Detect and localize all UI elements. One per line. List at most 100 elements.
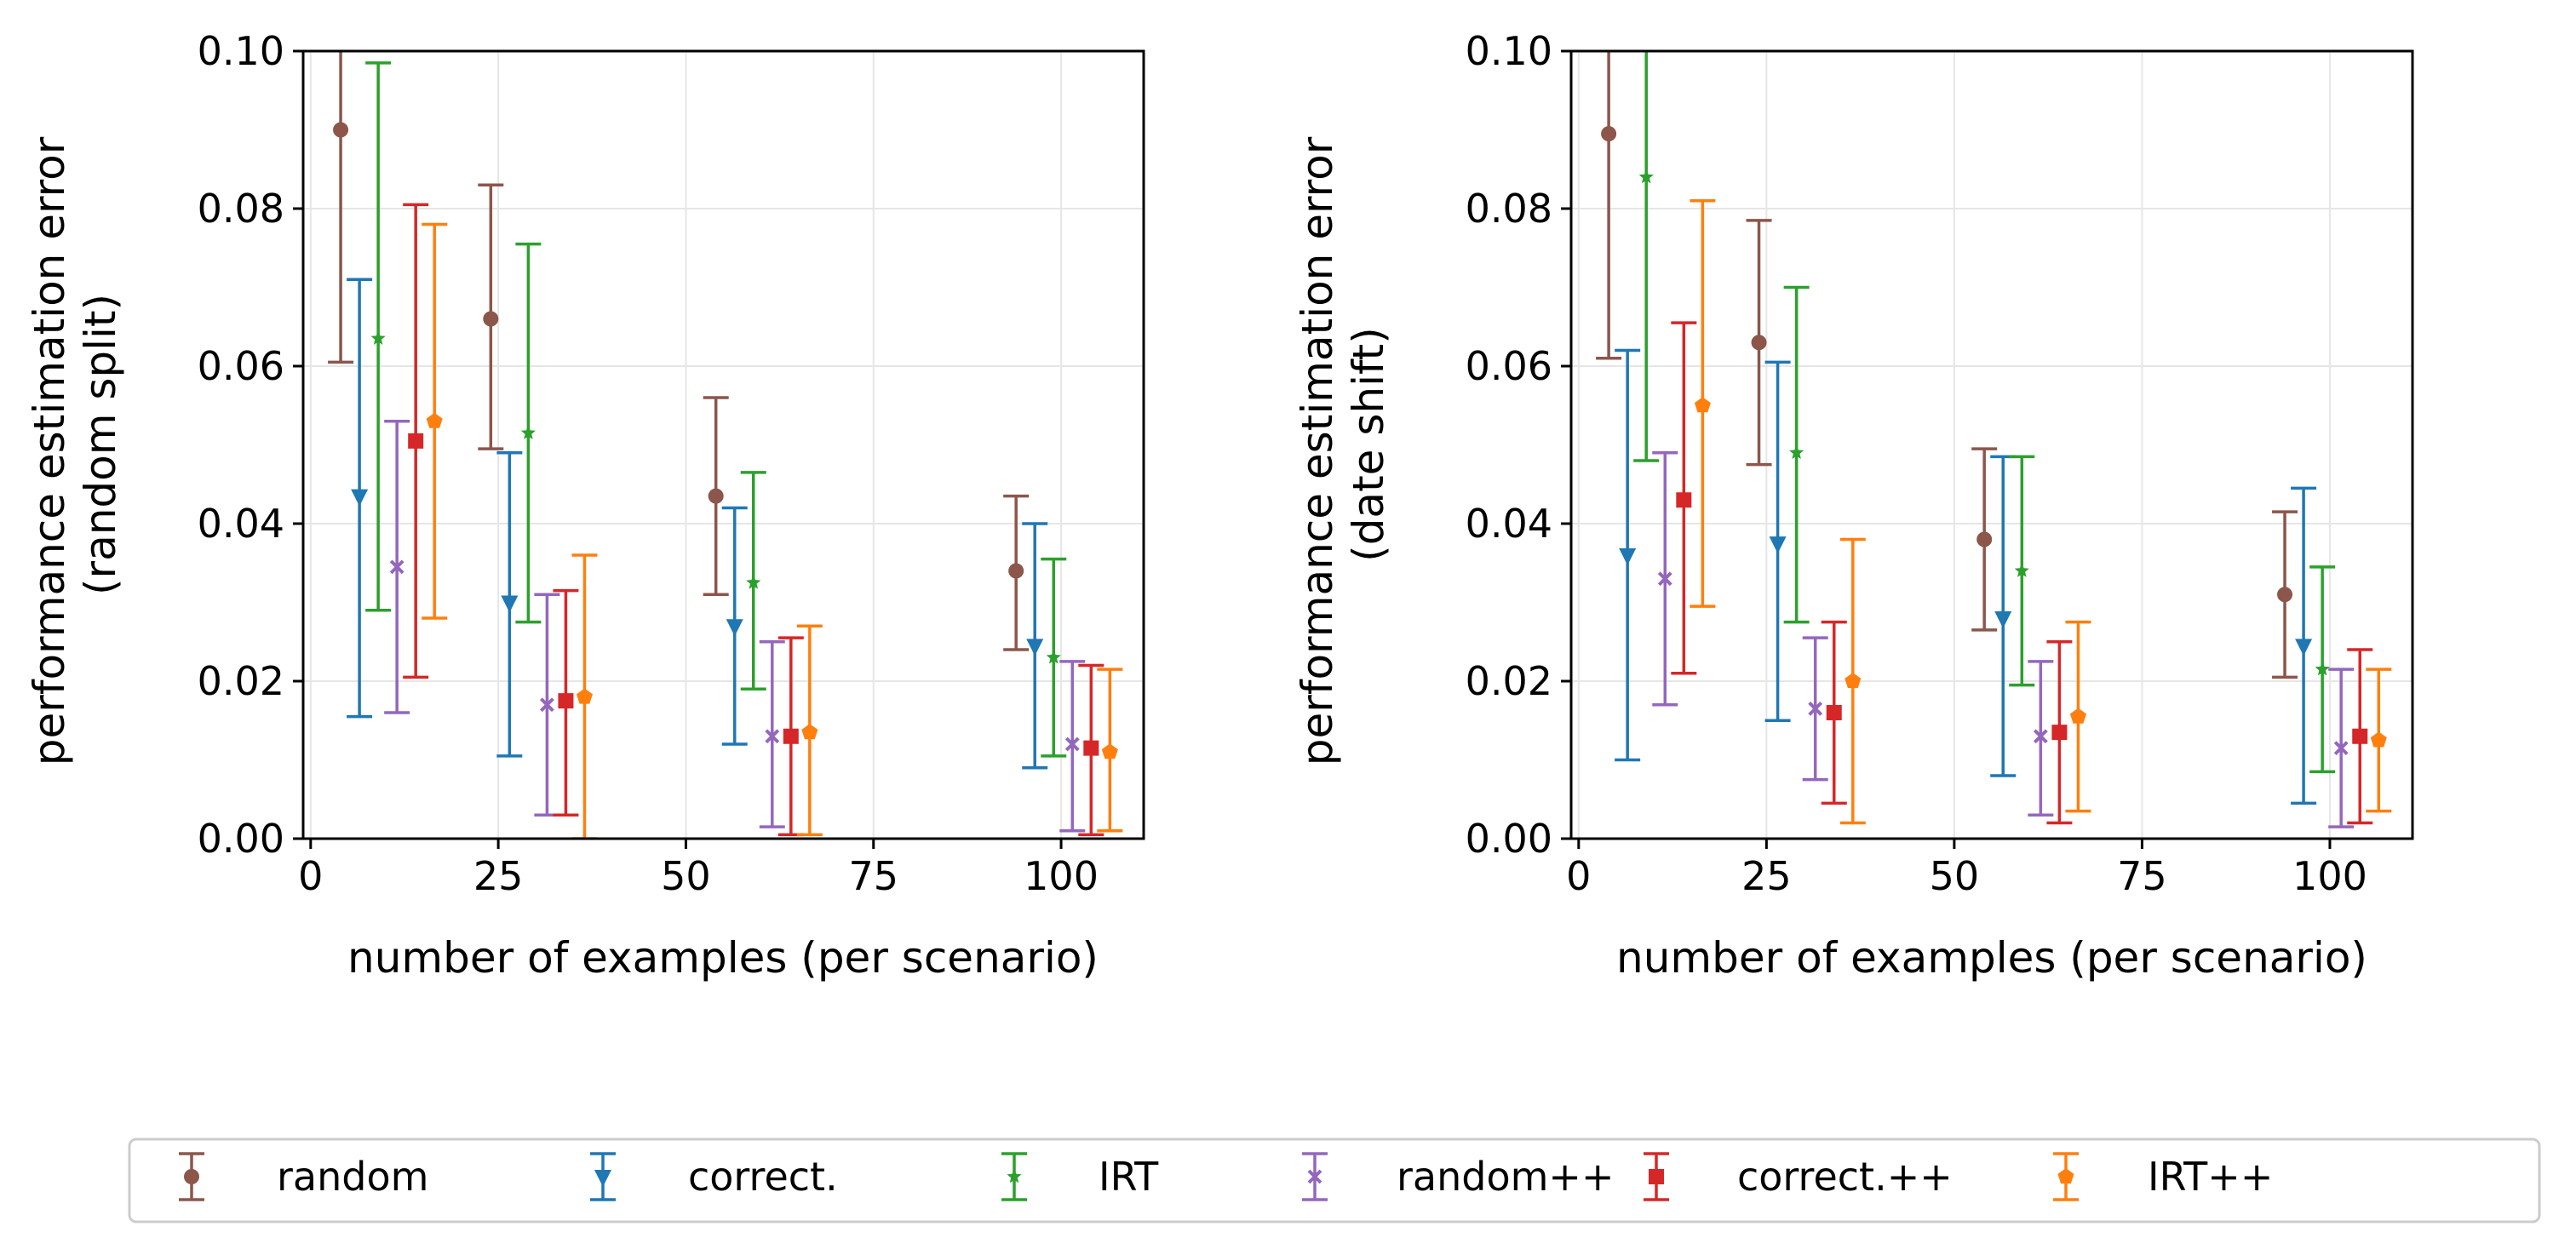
data-point: [520, 425, 536, 439]
data-point: [2069, 708, 2086, 724]
data-point: [1994, 611, 2012, 628]
legend-marker-icon: [1307, 1169, 1322, 1184]
data-point: [1064, 736, 1080, 752]
data-point: [1657, 571, 1672, 587]
x-tick-label: 0: [1566, 853, 1591, 899]
error-bar: [328, 51, 354, 364]
data-point: [1008, 563, 1024, 579]
legend-marker-icon: [2057, 1168, 2074, 1184]
y-tick-label: 0.10: [1466, 28, 1552, 74]
data-point: [370, 330, 386, 345]
data-point: [1083, 740, 1099, 756]
y-axis-label: performance estimation error (date shift…: [1293, 123, 1393, 765]
data-point: [351, 489, 369, 507]
grid-lines: [1571, 50, 2412, 840]
data-point: [1619, 548, 1637, 565]
series-correct: [347, 278, 1048, 770]
data-point: [558, 693, 574, 709]
data-point: [746, 575, 761, 589]
x-tick-label: 100: [2292, 853, 2367, 899]
data-point: [2295, 639, 2313, 656]
legend-item-irt-plus-plus: IRT++: [2053, 1152, 2273, 1201]
data-point: [1046, 650, 1061, 664]
y-tick-label: 0.10: [198, 28, 284, 74]
y-tick-label: 0.06: [1466, 343, 1552, 389]
data-point: [577, 688, 593, 704]
legend-marker-icon: [184, 1169, 199, 1184]
series-random: [1596, 51, 2298, 679]
grid-lines: [303, 50, 1144, 840]
legend-item-correct-plus-plus: correct.++: [1644, 1152, 1953, 1201]
data-point: [426, 412, 443, 428]
data-point: [1676, 492, 1692, 508]
data-point: [1789, 444, 1804, 459]
data-point: [1638, 169, 1654, 184]
data-point: [1601, 126, 1617, 142]
y-tick-label: 0.00: [1466, 816, 1552, 862]
error-bar: [1633, 51, 1660, 462]
y-tick-label: 0.08: [198, 186, 284, 232]
data-series: [328, 51, 1123, 839]
legend-marker-icon: [1649, 1169, 1664, 1184]
legend-item-random-plus-plus: random++: [1302, 1152, 1615, 1201]
legend-label: random++: [1397, 1154, 1615, 1200]
data-point: [1026, 639, 1044, 656]
y-tick-label: 0.04: [198, 501, 284, 547]
legend-item-irt: IRT: [1001, 1152, 1159, 1201]
series-irt: [1633, 51, 2336, 774]
legend-frame: [128, 1138, 2541, 1223]
data-point: [1694, 397, 1711, 413]
y-tick-label: 0.06: [198, 343, 284, 389]
data-point: [2315, 662, 2330, 676]
y-ticks: 0.00 0.02 0.04 0.06 0.08 0.10: [198, 28, 303, 862]
x-tick-label: 100: [1024, 853, 1099, 899]
x-tick-label: 75: [848, 853, 898, 899]
error-bar: [1596, 51, 1622, 360]
data-point: [2051, 725, 2068, 741]
legend-label: correct.: [688, 1154, 838, 1200]
data-point: [1808, 701, 1823, 716]
legend-item-random: random: [179, 1152, 428, 1201]
data-point: [408, 433, 424, 449]
y-tick-label: 0.02: [1466, 658, 1552, 704]
data-point: [389, 559, 404, 575]
data-point: [1845, 673, 1862, 689]
series-irt-plus-plus: [422, 222, 1123, 839]
legend-label: IRT++: [2148, 1154, 2273, 1200]
x-tick-label: 50: [661, 853, 711, 899]
series-random-plus-plus: [384, 420, 1086, 833]
data-point: [2033, 729, 2048, 744]
data-point: [501, 595, 519, 613]
x-tick-label: 0: [298, 853, 323, 899]
data-point: [1769, 536, 1787, 554]
data-point: [2014, 563, 2029, 577]
y-axis-label-line-2: (random split): [76, 294, 125, 595]
x-axis-label: number of examples (per scenario): [1616, 933, 2367, 983]
y-tick-label: 0.02: [198, 658, 284, 704]
data-point: [2370, 731, 2387, 748]
x-tick-label: 75: [2117, 853, 2167, 899]
y-axis-label-line-1: performance estimation error: [1293, 136, 1342, 765]
y-axis-label-line-1: performance estimation error: [25, 136, 74, 765]
series-irt-plus-plus: [1690, 199, 2392, 825]
data-point: [726, 619, 743, 637]
legend-marker-icon: [594, 1170, 611, 1187]
x-tick-label: 50: [1930, 853, 1980, 899]
series-irt: [365, 61, 1067, 758]
y-axis-label-line-2: (date shift): [1344, 327, 1393, 562]
legend: random correct. IRT random++ correct.++ IRT++: [128, 1138, 2541, 1223]
series-correct-plus-plus: [403, 203, 1104, 837]
data-point: [801, 724, 818, 740]
y-tick-label: 0.00: [198, 816, 284, 862]
y-tick-label: 0.08: [1466, 186, 1552, 232]
plot-frame: [1569, 49, 2414, 840]
data-series: [1596, 51, 2392, 828]
data-point: [539, 697, 554, 713]
plot-frame: [301, 49, 1145, 840]
data-point: [333, 122, 349, 138]
